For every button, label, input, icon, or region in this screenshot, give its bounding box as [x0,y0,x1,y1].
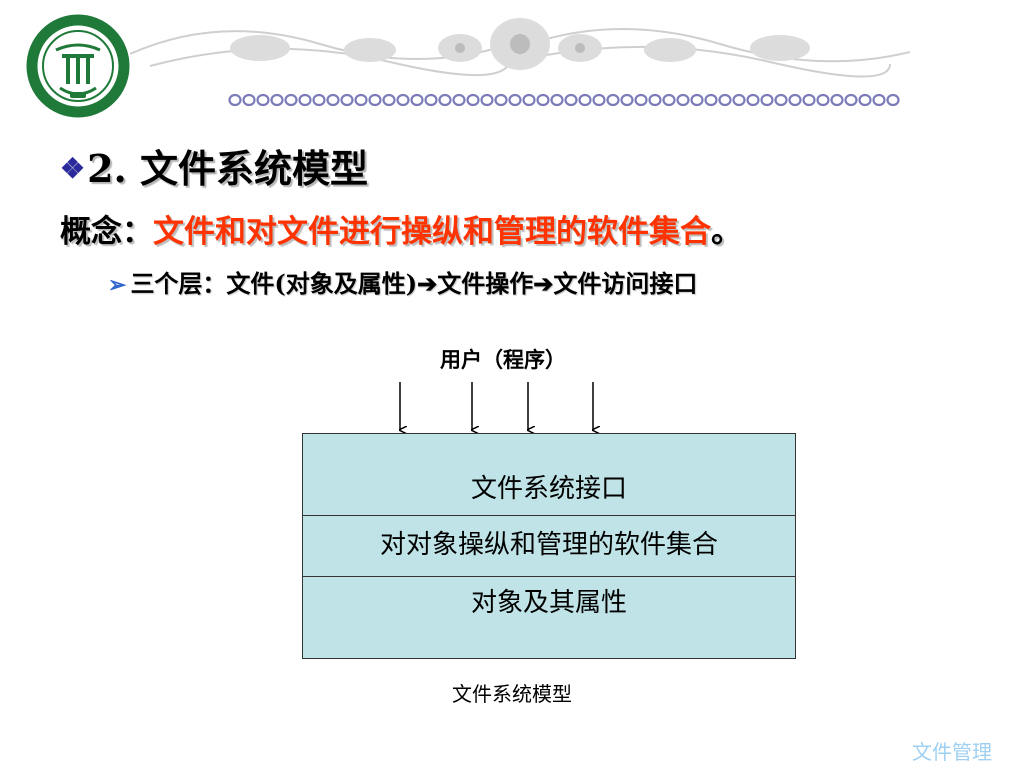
sub-point-end: 文件访问接口 [553,269,698,298]
diamond-bullet-icon: ❖ [60,152,86,185]
triangle-bullet-icon: ➢ [108,272,127,298]
layer-file-system-interface: 文件系统接口 [470,474,627,504]
three-layers-bullet: ➢三个层：文件(对象及属性)➔文件操作➔文件访问接口 [108,269,698,299]
right-arrow-icon: ➔ [533,269,554,298]
layer-objects-and-attributes: 对象及其属性 [470,588,627,618]
concept-label: 概念： [60,214,153,250]
footer-label: 文件管理 [912,740,992,764]
diagram-caption: 文件系统模型 [452,682,572,706]
user-program-label: 用户（程序） [440,347,566,372]
slide-heading: ❖2. 文件系统模型 [60,148,368,190]
layer-object-management-software: 对对象操纵和管理的软件集合 [379,530,718,560]
sub-point-mid: 文件操作 [437,269,534,298]
layer-divider [303,576,795,577]
down-arrows-icon [380,382,620,436]
concept-definition: 文件和对文件进行操纵和管理的软件集合 [153,214,711,250]
university-seal-icon [26,14,130,118]
right-arrow-icon: ➔ [417,269,438,298]
heading-text: 2. 文件系统模型 [87,146,369,191]
concept-line: 概念：文件和对文件进行操纵和管理的软件集合。 [60,214,742,251]
dotted-chain-divider-icon [228,92,900,108]
file-system-model-box: 文件系统接口 对对象操纵和管理的软件集合 对象及其属性 [302,433,796,659]
layer-divider [303,515,795,516]
sub-point-prefix: 三个层：文件(对象及属性) [130,269,418,298]
ornamental-banner-icon [130,18,910,78]
concept-period: 。 [711,214,742,250]
